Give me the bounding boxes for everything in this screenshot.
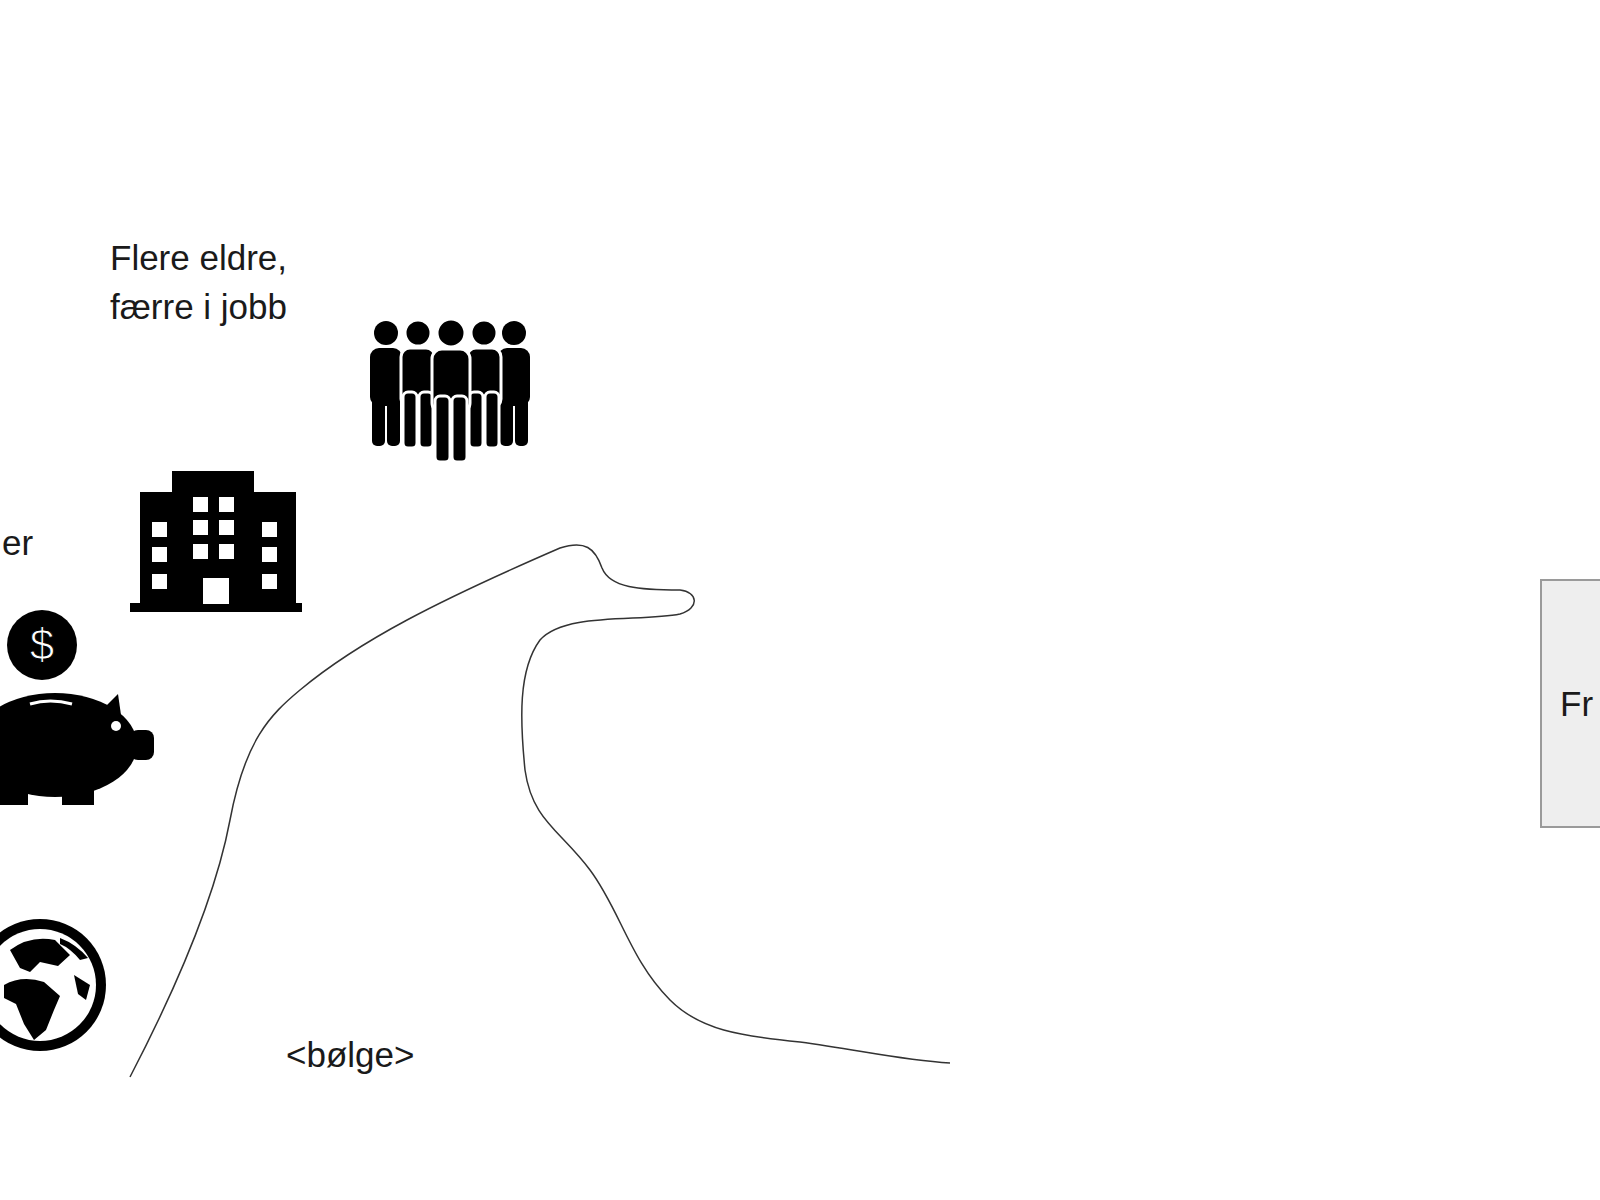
box-text: Fr (1560, 683, 1593, 725)
svg-text:$: $ (30, 620, 54, 669)
people-icon (370, 319, 530, 462)
wave-line (130, 545, 950, 1077)
wave-label: <bølge> (286, 1030, 414, 1079)
heading-note: Flere eldre, færre i jobb (110, 233, 350, 331)
side-box: Fr (1540, 579, 1600, 828)
globe-icon (0, 919, 106, 1051)
cut-label: er (2, 518, 33, 567)
piggy-bank-icon: $ (0, 610, 154, 805)
building-icon (130, 471, 302, 612)
